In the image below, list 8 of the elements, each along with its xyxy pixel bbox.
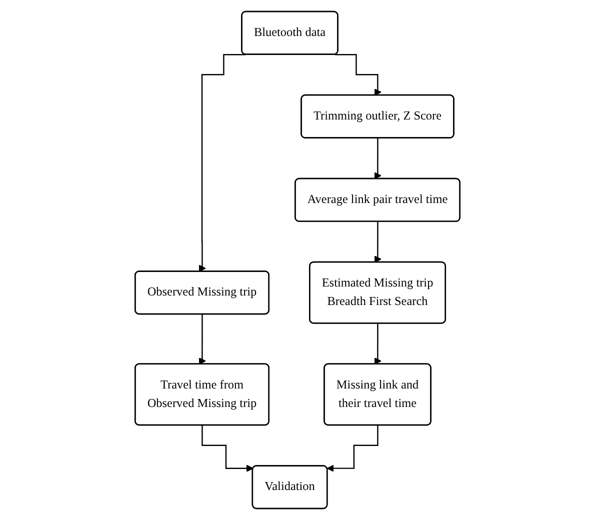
arrow	[374, 138, 382, 180]
arrow	[334, 54, 382, 96]
arrow	[198, 54, 246, 272]
arrow	[326, 424, 379, 472]
arrow	[202, 424, 254, 472]
arrow	[374, 221, 382, 263]
arrow	[374, 322, 382, 365]
arrow	[198, 314, 206, 365]
